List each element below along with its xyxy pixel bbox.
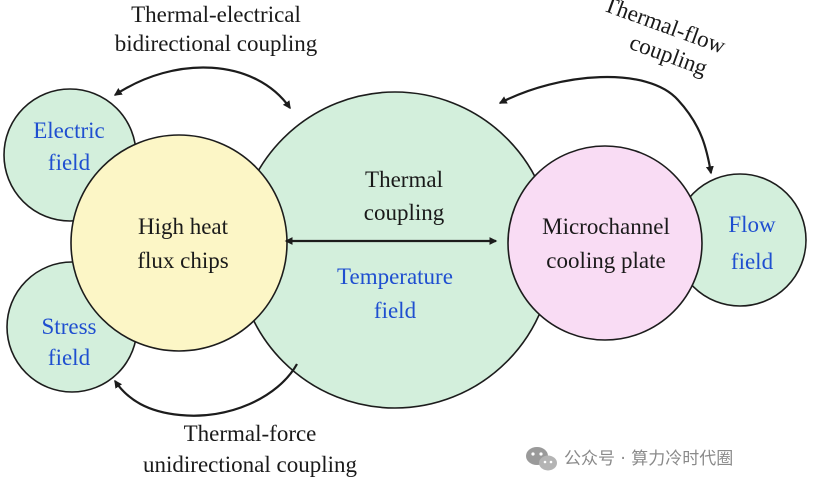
electric-field-label: Electric field (33, 118, 105, 175)
wechat-icon (526, 447, 557, 471)
stress-field-label-line1: Stress (42, 314, 97, 339)
thermal-force-arrow (114, 363, 298, 417)
temperature-field-label-line1: Temperature (337, 264, 453, 289)
temperature-field-label: Temperature field (337, 264, 453, 323)
cooling-plate-label-line2: cooling plate (546, 248, 665, 273)
chips-label-line1: High heat (138, 214, 229, 239)
flow-field-label-line1: Flow (728, 212, 776, 237)
thermal-force-label-line1: Thermal-force (184, 421, 317, 446)
chips-circle (70, 134, 288, 352)
thermal-force-label-line2: unidirectional coupling (143, 452, 357, 477)
stress-field-label: Stress field (42, 314, 97, 370)
cooling-plate-label: Microchannel cooling plate (542, 214, 670, 273)
thermal-flow-label: Thermal-flow coupling (600, 0, 729, 81)
temperature-field-label-line2: field (374, 298, 417, 323)
cooling-plate-circle (507, 145, 703, 341)
chips-label: High heat flux chips (137, 214, 228, 273)
chips-label-line2: flux chips (137, 248, 228, 273)
electric-field-label-line2: field (48, 150, 91, 175)
cooling-plate-label-line1: Microchannel (542, 214, 670, 239)
thermal-electrical-label-line1: Thermal-electrical (131, 2, 301, 27)
flow-field-label-line2: field (731, 249, 774, 274)
watermark: 公众号 · 算力冷时代圈 (526, 447, 733, 471)
electric-field-label-line1: Electric (33, 118, 105, 143)
flow-field-label: Flow field (728, 212, 776, 274)
thermal-force-label: Thermal-force unidirectional coupling (143, 421, 357, 477)
stress-field-label-line2: field (48, 345, 91, 370)
watermark-text: 公众号 · 算力冷时代圈 (564, 449, 733, 469)
thermal-coupling-label: Thermal coupling (364, 167, 445, 225)
thermal-electrical-arrow (113, 66, 291, 110)
thermal-electrical-label: Thermal-electrical bidirectional couplin… (115, 2, 318, 56)
thermal-coupling-label-line2: coupling (364, 200, 445, 225)
thermal-coupling-label-line1: Thermal (365, 167, 443, 192)
thermal-electrical-label-line2: bidirectional coupling (115, 31, 318, 56)
thermal-flow-arrow (498, 75, 714, 175)
